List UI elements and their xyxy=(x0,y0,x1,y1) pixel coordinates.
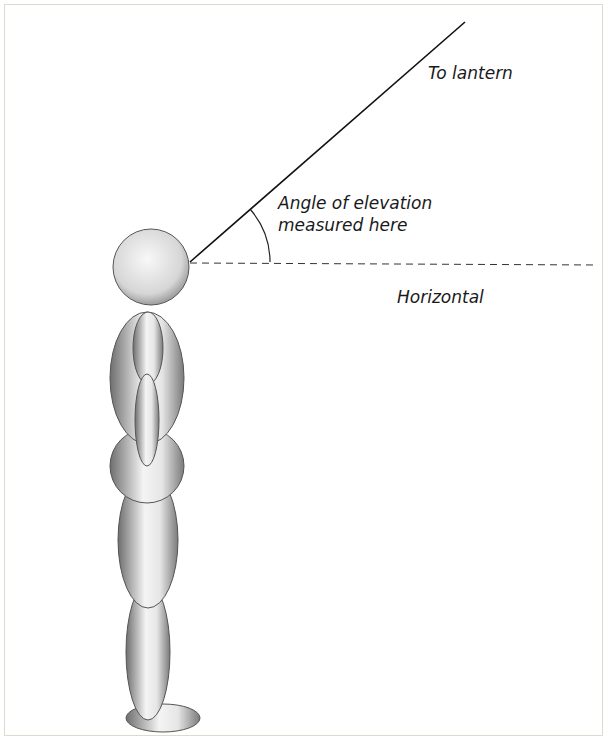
upper-arm xyxy=(133,312,163,384)
horizontal-line xyxy=(190,263,597,265)
horizontal-label: Horizontal xyxy=(397,286,547,308)
angle-label: Angle of elevation measured here xyxy=(278,192,478,236)
forearm xyxy=(135,374,159,466)
stick-figure xyxy=(110,229,200,732)
direction-label: To lantern xyxy=(428,62,578,84)
frame xyxy=(5,5,603,736)
head xyxy=(113,229,189,305)
angle-arc xyxy=(250,210,270,263)
